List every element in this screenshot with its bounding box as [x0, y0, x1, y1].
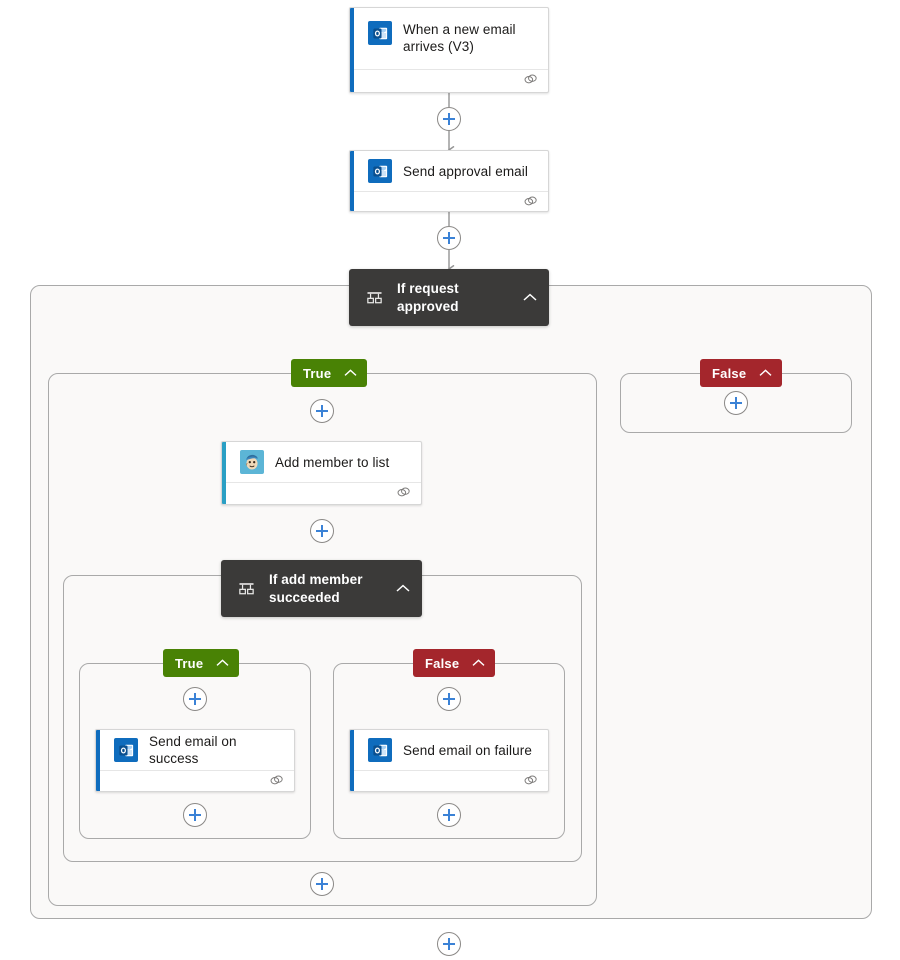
card-accent-bar	[96, 730, 100, 791]
mailchimp-icon	[240, 450, 264, 474]
action-title: Send email on failure	[403, 742, 532, 758]
chevron-up-icon[interactable]	[472, 659, 485, 667]
outlook-icon	[368, 159, 392, 183]
branch-badge-false-inner[interactable]: False	[413, 649, 496, 677]
add-step-button-after-trigger[interactable]	[437, 107, 461, 131]
branch-label: True	[175, 655, 204, 671]
add-step-button-after-send-email-on-failure[interactable]	[437, 803, 461, 827]
branch-label: False	[712, 365, 747, 381]
action-card-add-member-to-list[interactable]: Add member to list	[221, 441, 422, 505]
action-title: Send approval email	[403, 163, 528, 179]
action-title: Add member to list	[275, 454, 390, 470]
action-card-send-approval-email[interactable]: Send approval email	[349, 150, 549, 212]
add-step-button-after-add-member[interactable]	[310, 519, 334, 543]
comment-icon[interactable]	[396, 486, 411, 504]
comment-icon[interactable]	[523, 774, 538, 791]
condition-title: If add member succeeded	[269, 571, 363, 605]
chevron-up-icon[interactable]	[394, 584, 412, 593]
action-card-send-email-on-failure[interactable]: Send email on failure	[349, 729, 549, 792]
trigger-card-when-a-new-email-arrives[interactable]: When a new email arrives (V3)	[349, 7, 549, 93]
add-step-button-end-true-branch-outer[interactable]	[310, 872, 334, 896]
condition-icon	[235, 579, 257, 598]
action-title: Send email on success	[149, 734, 237, 766]
comment-icon[interactable]	[523, 73, 538, 91]
chevron-up-icon[interactable]	[521, 293, 539, 302]
outlook-icon	[114, 738, 138, 762]
condition-header-if-request-approved[interactable]: If request approved	[349, 269, 549, 326]
card-accent-bar	[222, 442, 226, 504]
card-accent-bar	[350, 730, 354, 791]
condition-icon	[363, 288, 385, 307]
add-step-button-false-branch-inner[interactable]	[437, 687, 461, 711]
comment-icon[interactable]	[269, 774, 284, 791]
card-accent-bar	[350, 151, 354, 211]
trigger-title: When a new email arrives (V3)	[403, 22, 516, 54]
branch-badge-true-outer[interactable]: True	[291, 359, 368, 387]
branch-label: False	[425, 655, 460, 671]
outlook-icon	[368, 738, 392, 762]
chevron-up-icon[interactable]	[344, 369, 357, 377]
add-step-button-false-branch-outer[interactable]	[724, 391, 748, 415]
branch-label: True	[303, 365, 332, 381]
add-step-button-true-branch-outer[interactable]	[310, 399, 334, 423]
card-accent-bar	[350, 8, 354, 92]
branch-badge-false-outer[interactable]: False	[700, 359, 783, 387]
outlook-icon	[368, 21, 392, 45]
condition-title: If request approved	[397, 280, 459, 314]
add-step-button-true-branch-inner[interactable]	[183, 687, 207, 711]
branch-badge-true-inner[interactable]: True	[163, 649, 240, 677]
comment-icon[interactable]	[523, 195, 538, 211]
add-step-button-after-send-email-on-success[interactable]	[183, 803, 207, 827]
add-step-button-end-of-flow[interactable]	[437, 932, 461, 956]
action-card-send-email-on-success[interactable]: Send email on success	[95, 729, 295, 792]
add-step-button-after-send-approval-email[interactable]	[437, 226, 461, 250]
chevron-up-icon[interactable]	[759, 369, 772, 377]
chevron-up-icon[interactable]	[216, 659, 229, 667]
condition-header-if-add-member-succeeded[interactable]: If add member succeeded	[221, 560, 422, 617]
